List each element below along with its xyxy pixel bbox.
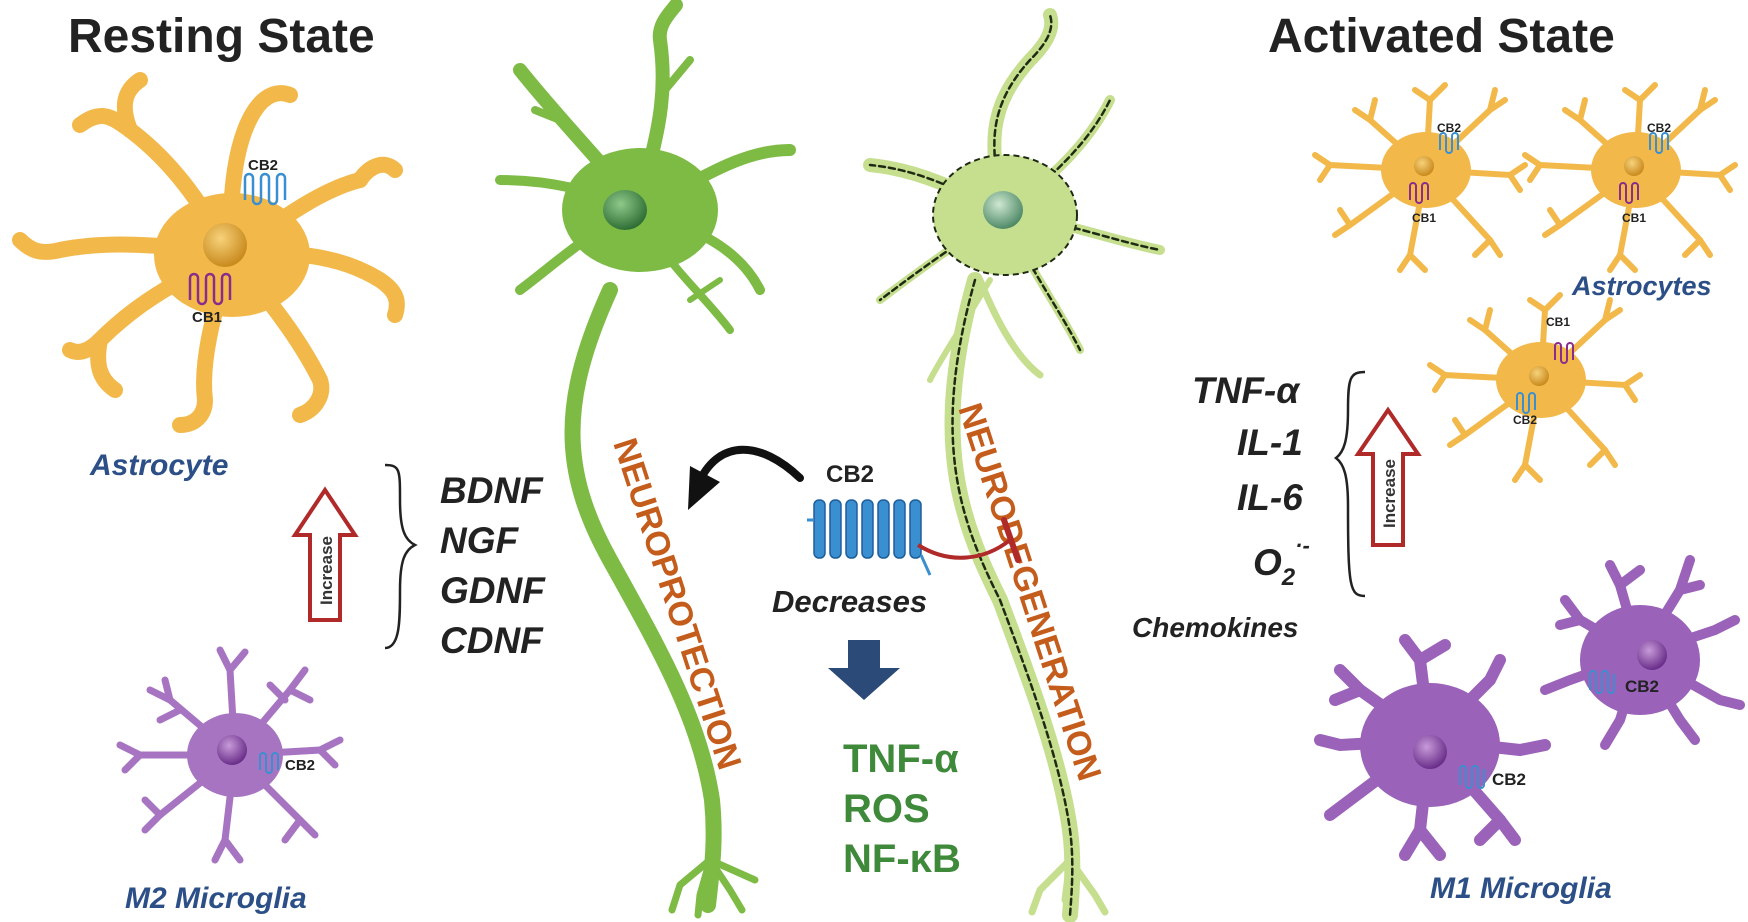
left-bracket [384,463,418,650]
m1-2-cb2-receptor-icon [1459,765,1485,789]
m2-cb2-receptor-icon [259,752,279,774]
activated-astrocyte-2 [1522,82,1738,273]
activated-astrocyte-1-cb1: CB1 [1412,211,1436,225]
inhibition-arrow-icon [916,538,1012,560]
decreased-ros: ROS [843,787,930,831]
m2-nucleus [217,735,247,765]
factor-ngf: NGF [440,520,520,561]
act-o2-sup: ·- [1295,533,1310,558]
activated-astrocyte-1-cb2: CB2 [1437,121,1461,135]
factor-bdnf: BDNF [440,470,544,511]
m1-2-cb2-label: CB2 [1492,770,1526,789]
m1-1-cb2-receptor-icon [1589,670,1615,694]
inhibition-bar-icon [1001,517,1021,563]
increase-arrow-icon-right [1354,406,1422,547]
act-o2-sub: 2 [1281,564,1296,591]
act-il1: IL-1 [1237,422,1303,463]
increase-arrow-icon-left [291,486,359,622]
m1-1-cb2-label: CB2 [1625,677,1659,696]
increase-label-right: Increase [1380,459,1399,528]
astrocyte-label: Astrocyte [89,449,228,482]
healthy-neuron-nucleus [603,190,647,230]
cb2-receptor-icon [243,172,287,206]
activated-astrocyte-3 [1427,292,1643,483]
decreased-nfkb: NF-κB [843,837,961,881]
cb1-label: CB1 [192,309,222,326]
decreased-tnf: TNF-α [843,737,959,781]
activated-astrocyte-2-cb2: CB2 [1647,121,1671,135]
astrocytes-label: Astrocytes [1571,271,1712,301]
decreases-label: Decreases [772,584,927,619]
act-chemokines: Chemokines [1132,612,1299,643]
activated-astrocyte-1 [1312,82,1528,273]
neurodegeneration-label: NEURODEGENERATION [950,399,1108,786]
activated-astrocyte-3-cb2: CB2 [1513,413,1537,427]
resting-astrocyte-nucleus [203,223,247,267]
act-tnf: TNF-α [1192,370,1301,411]
act-o2: O2 ·- [1253,533,1310,591]
activated-state-title: Activated State [1268,10,1615,63]
activated-astrocyte-3-cb1: CB1 [1546,315,1570,329]
factor-cdnf: CDNF [440,620,544,661]
resting-state-title: Resting State [68,10,375,63]
increase-label-left: Increase [317,536,336,605]
down-arrow-icon [828,640,900,700]
degenerating-neuron-nucleus [983,191,1023,229]
m2-cb2-label: CB2 [285,757,315,774]
cb1-receptor-icon [188,272,232,306]
act-o2-base: O [1253,542,1282,583]
factor-gdnf: GDNF [440,570,546,611]
curved-arrow-icon [696,445,804,484]
activated-astrocyte-2-cb1: CB1 [1622,211,1646,225]
curved-arrow-head-icon [688,466,720,510]
cb2-label: CB2 [248,157,278,174]
activated-factors-list: TNF-α IL-1 IL-6 O2 ·- Chemokines [1132,370,1310,643]
center-cb2-receptor-icon [807,499,932,576]
resting-factors-list: BDNF NGF GDNF CDNF [440,470,546,661]
decreased-items-list: TNF-α ROS NF-κB [843,737,961,881]
m2-microglia-label: M2 Microglia [125,882,307,915]
act-il6: IL-6 [1237,477,1303,518]
center-cb2-label: CB2 [826,461,874,488]
m1-microglia-label: M1 Microglia [1430,872,1612,905]
right-bracket [1333,370,1366,598]
